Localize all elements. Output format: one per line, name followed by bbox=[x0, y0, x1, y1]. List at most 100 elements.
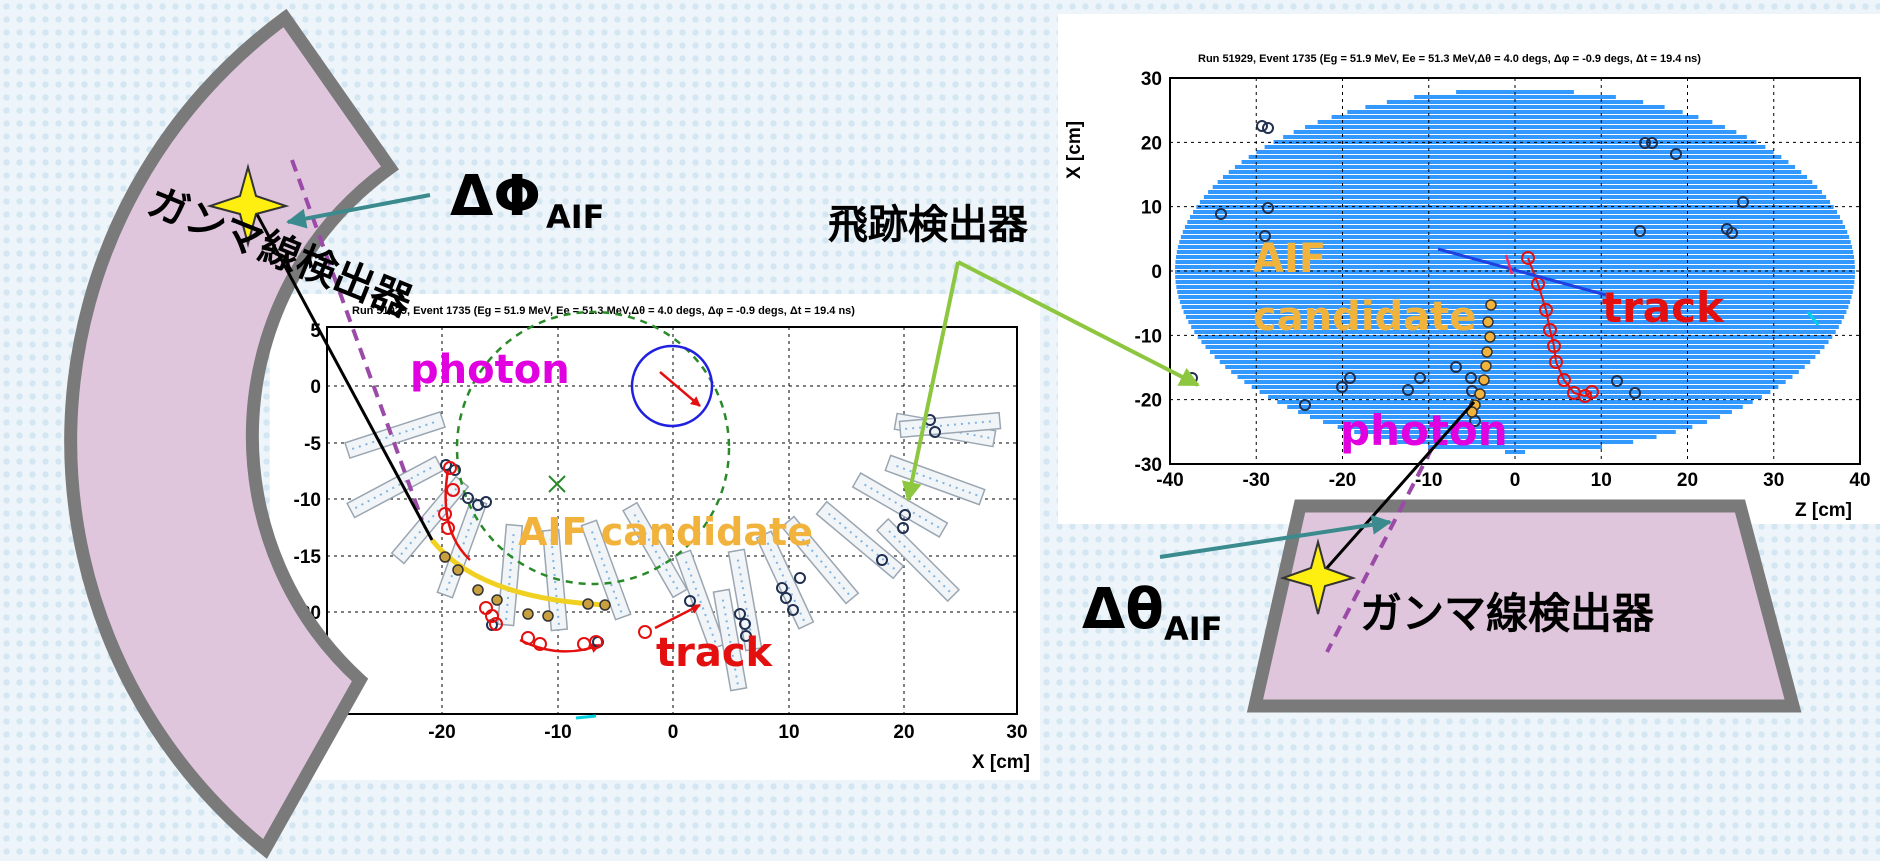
module-wires bbox=[550, 535, 560, 625]
left-plot-grid bbox=[327, 327, 1017, 714]
module-wires bbox=[589, 527, 623, 613]
module-wires bbox=[683, 557, 717, 643]
module-wires bbox=[892, 463, 978, 497]
y-tick-label: -20 bbox=[1135, 391, 1162, 412]
track-hit bbox=[1585, 385, 1599, 399]
tracker-module bbox=[727, 548, 763, 652]
module-plate bbox=[898, 411, 1002, 439]
right-plot-xlabel: Z [cm] bbox=[1795, 500, 1852, 521]
hit bbox=[1414, 372, 1426, 384]
module-plate bbox=[622, 501, 688, 599]
aif-hit bbox=[1482, 316, 1494, 328]
hit bbox=[1262, 202, 1274, 214]
tracker-module bbox=[875, 517, 961, 603]
x-tick-label: 0 bbox=[1510, 470, 1521, 491]
track-hit bbox=[1521, 251, 1535, 265]
right-plot-hits bbox=[1186, 120, 1749, 427]
aif-hit bbox=[1481, 346, 1493, 358]
left-plot-tracker-modules bbox=[344, 410, 1002, 692]
track-hit bbox=[446, 483, 460, 497]
hit bbox=[897, 522, 909, 534]
hit bbox=[1336, 381, 1348, 393]
y-tick-label: -10 bbox=[294, 490, 321, 511]
tracker-label: 飛跡検出器 bbox=[828, 202, 1029, 248]
track-hit bbox=[438, 507, 452, 521]
hit bbox=[684, 595, 696, 607]
hit bbox=[1299, 399, 1311, 411]
left-target-arrow bbox=[659, 371, 701, 407]
track-hit bbox=[521, 631, 535, 645]
left-helix-circle bbox=[455, 310, 731, 586]
y-tick-label: -30 bbox=[1135, 455, 1162, 476]
module-wires bbox=[905, 420, 995, 430]
aif-hit bbox=[1478, 374, 1490, 386]
x-tick-label: -20 bbox=[428, 722, 455, 743]
left-aif-label: AIF candidate bbox=[518, 510, 813, 554]
left-plot-xlabel: X [cm] bbox=[972, 752, 1030, 773]
y-tick-label: 5 bbox=[310, 321, 321, 342]
right-aif-label-line2: candidate bbox=[1253, 294, 1476, 340]
tracker-module bbox=[674, 549, 726, 651]
track-hit bbox=[485, 609, 499, 623]
right-plot-ylabel: X [cm] bbox=[1064, 121, 1085, 179]
delta-phi-label: ΔΦ bbox=[450, 164, 541, 229]
x-tick-label: 10 bbox=[778, 722, 799, 743]
hit bbox=[1450, 361, 1462, 373]
module-plate bbox=[580, 519, 632, 621]
tracker-module bbox=[622, 501, 688, 599]
module-wires bbox=[790, 524, 850, 596]
hit bbox=[480, 496, 492, 508]
right-photon-line bbox=[1316, 401, 1476, 579]
hit bbox=[1611, 375, 1623, 387]
module-wires bbox=[721, 595, 739, 685]
hit bbox=[899, 509, 911, 521]
hit bbox=[929, 426, 941, 438]
module-wires bbox=[885, 527, 951, 593]
left-plot-frame bbox=[326, 326, 1018, 715]
right-plot-frame bbox=[1169, 77, 1861, 465]
x-tick-label: 40 bbox=[1849, 470, 1870, 491]
right-photon-dashed-line bbox=[1325, 447, 1434, 653]
track-hit bbox=[533, 637, 547, 651]
left-cyan-mark bbox=[575, 714, 597, 720]
tracker-module bbox=[541, 528, 569, 632]
left-photon-label: photon bbox=[410, 347, 570, 393]
track-hit bbox=[1531, 277, 1545, 291]
aif-hit bbox=[599, 599, 611, 611]
aif-hit bbox=[472, 584, 484, 596]
aif-hit bbox=[582, 598, 594, 610]
tracker-module bbox=[346, 455, 444, 519]
y-tick-label: 30 bbox=[1141, 69, 1162, 90]
right-plot-grid bbox=[1170, 78, 1860, 464]
left-gamma-detector: ガンマ線検出器 ΔΦ AIF bbox=[64, 8, 605, 859]
tracker-module bbox=[496, 523, 524, 627]
module-plate bbox=[755, 530, 815, 630]
y-tick-label: 0 bbox=[1151, 262, 1162, 283]
delta-phi-arrow bbox=[286, 193, 431, 229]
hit bbox=[1262, 122, 1274, 134]
right-track-fit-line bbox=[1437, 247, 1607, 297]
right-conversion-star-icon bbox=[1279, 538, 1357, 615]
left-plot-title: Run 51929, Event 1735 (Eg = 51.9 MeV, Ee… bbox=[352, 305, 855, 317]
hit bbox=[740, 630, 752, 642]
aif-hit bbox=[1474, 388, 1486, 400]
hit bbox=[1646, 137, 1658, 149]
hit bbox=[1344, 372, 1356, 384]
hit bbox=[462, 492, 474, 504]
x-tick-label: -40 bbox=[1156, 470, 1183, 491]
left-photon-dashed-line bbox=[290, 159, 424, 521]
tracker-module bbox=[815, 500, 905, 580]
hit bbox=[1629, 387, 1641, 399]
x-tick-label: 0 bbox=[668, 722, 679, 743]
left-conversion-star-icon bbox=[206, 163, 290, 248]
hit bbox=[1256, 120, 1268, 132]
y-tick-label: 10 bbox=[1141, 198, 1162, 219]
module-wires bbox=[505, 530, 515, 620]
tracker-arrow-right bbox=[957, 260, 1200, 387]
module-plate bbox=[346, 455, 444, 519]
right-photon-label: photon bbox=[1340, 406, 1508, 455]
y-tick-label: 0 bbox=[310, 377, 321, 398]
right-plot-title: Run 51929, Event 1735 (Eg = 51.9 MeV, Ee… bbox=[1198, 53, 1701, 65]
